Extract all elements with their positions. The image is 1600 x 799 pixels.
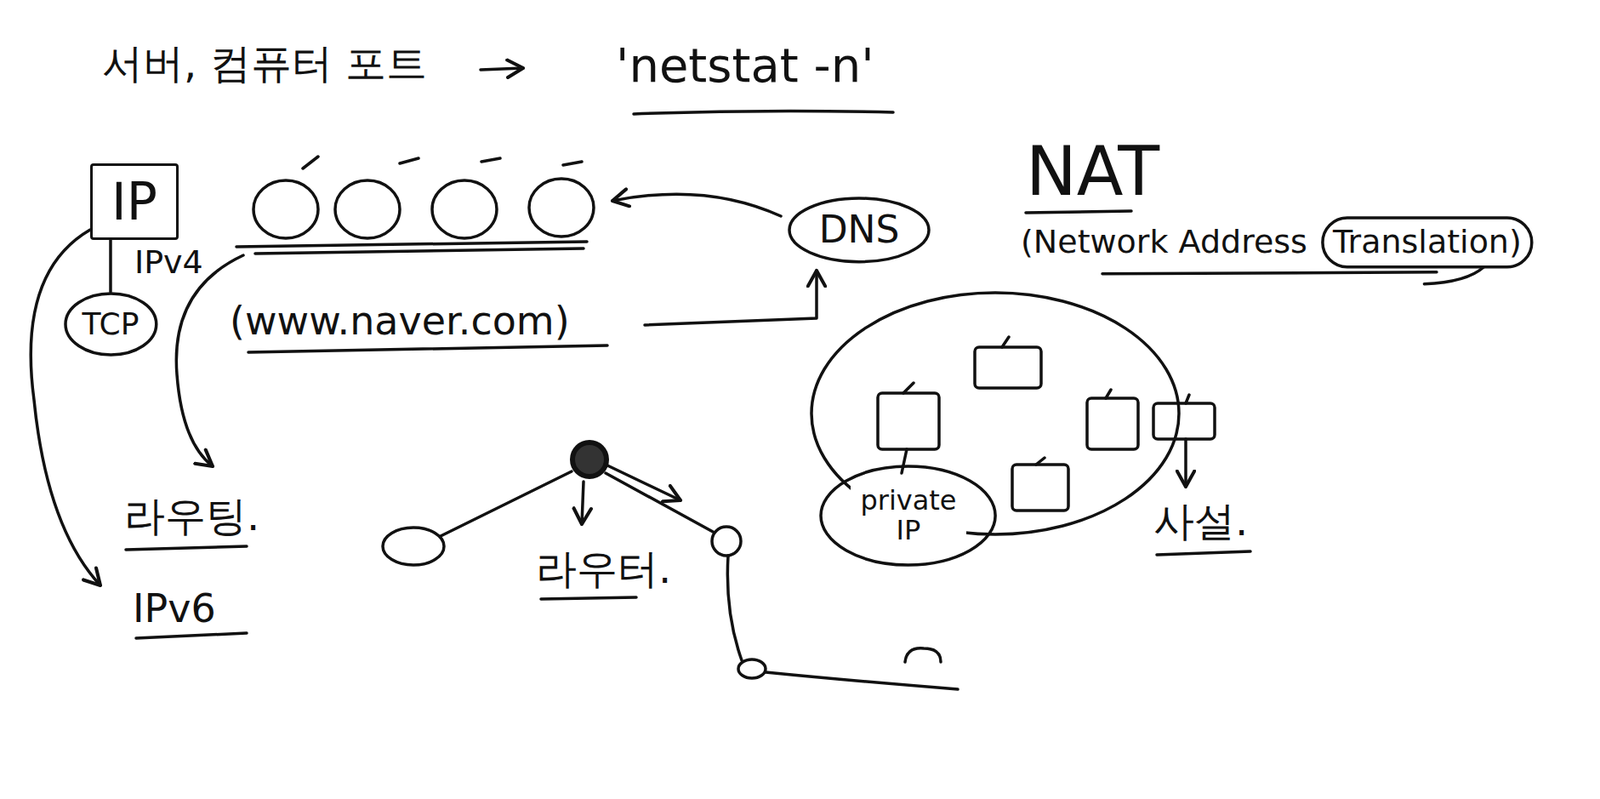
octet-circle	[529, 178, 594, 237]
handwritten-label: 라우팅.	[124, 493, 260, 539]
handwritten-label: (Network Address	[1020, 224, 1308, 261]
host-box	[1087, 398, 1139, 450]
handwritten-label: 서버, 컴퓨터 포트	[102, 40, 428, 86]
link-line	[765, 671, 958, 689]
host-box	[1012, 464, 1069, 511]
underline	[248, 345, 608, 353]
underline	[540, 597, 637, 599]
ellipse-node: DNS	[787, 196, 931, 264]
underline	[1102, 272, 1437, 274]
octet-circle	[432, 180, 497, 239]
ellipse-node: private IP	[819, 464, 997, 567]
host-circle	[382, 527, 445, 565]
tick-marks	[903, 336, 1190, 465]
ellipse-outline	[789, 198, 929, 262]
arrow-line	[176, 255, 244, 467]
octet-circle	[335, 180, 400, 239]
handwritten-label: NAT	[1025, 134, 1160, 210]
host-box	[974, 347, 1042, 388]
arrow-line	[644, 270, 817, 325]
router-symbol	[572, 442, 607, 477]
link-line	[440, 471, 572, 536]
node-text: IP	[111, 173, 158, 230]
handwritten-label: 사설.	[1153, 498, 1248, 544]
node-text: TCP	[82, 307, 140, 342]
handwritten-label: IPv6	[132, 586, 217, 631]
host-circle	[711, 526, 741, 556]
underline	[136, 632, 247, 638]
link-line	[901, 449, 907, 473]
octet-circle	[253, 180, 319, 239]
underline	[255, 248, 584, 254]
circled-word	[1322, 217, 1532, 268]
underline	[633, 110, 894, 114]
host-box	[1153, 403, 1215, 439]
node-text: private IP	[850, 484, 967, 547]
circle-tail	[1423, 267, 1484, 285]
link-line	[727, 555, 742, 661]
host-arc	[905, 648, 941, 662]
host-box	[877, 392, 940, 450]
handwritten-label: 라우터.	[535, 546, 672, 592]
handwritten-label: IPv4	[134, 244, 204, 281]
tick-marks	[302, 156, 582, 169]
arrow-line	[612, 193, 781, 217]
underline	[1156, 551, 1251, 555]
handwritten-label: 'netstat -n'	[615, 39, 875, 92]
arrow-line	[480, 68, 524, 70]
link-line	[605, 472, 715, 533]
process-box: IP	[90, 163, 179, 240]
ellipse-outline	[820, 466, 996, 565]
underline	[236, 241, 587, 247]
arrow-line	[581, 481, 584, 524]
ellipse-outline	[65, 293, 157, 355]
connector-line	[108, 239, 113, 292]
arrow-line	[30, 229, 101, 586]
handwritten-label: Translation)	[1332, 224, 1522, 261]
host-circle	[738, 659, 766, 678]
node-text: DNS	[819, 209, 900, 251]
arrow-line	[605, 464, 681, 501]
underline	[125, 546, 247, 550]
arrow-line	[1184, 438, 1188, 487]
underline	[1025, 210, 1132, 213]
handwritten-label: (www.naver.com)	[229, 299, 570, 343]
ellipse-node: TCP	[63, 291, 159, 357]
